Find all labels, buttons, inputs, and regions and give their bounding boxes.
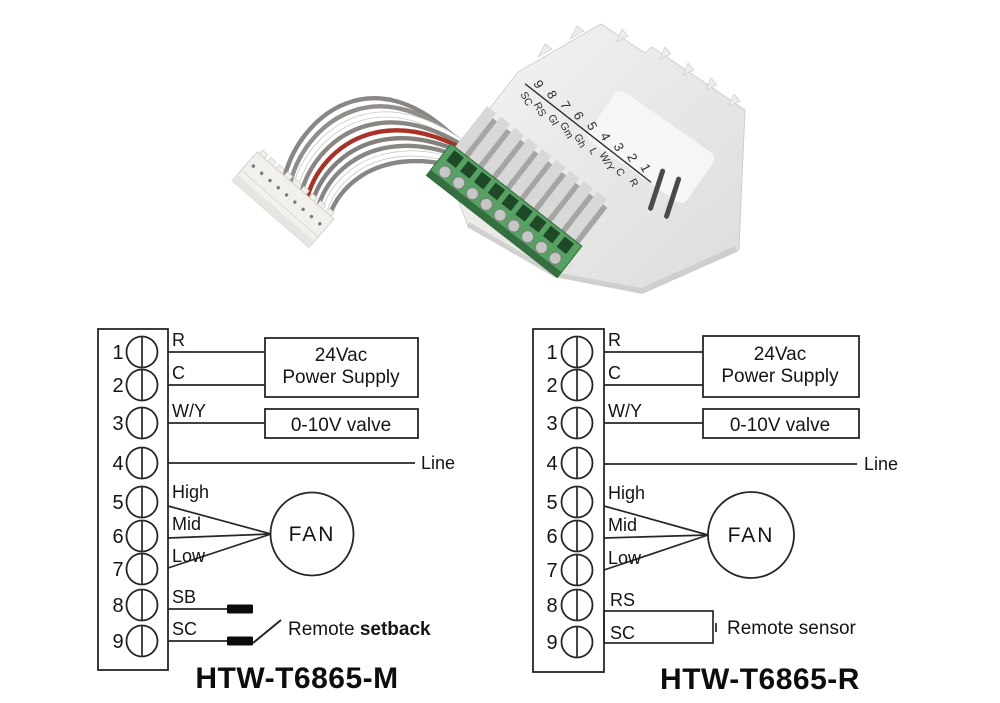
power-supply-box <box>264 337 419 398</box>
fan-circle <box>707 491 795 579</box>
remote-sensor-label: Remote sensor <box>727 618 857 639</box>
wire <box>282 96 459 178</box>
terminal-rows: 1 2 3 4 5 6 7 8 9 <box>546 335 594 659</box>
fan-label: FAN <box>728 524 775 547</box>
wire-label-rs: RS <box>610 590 635 610</box>
diagram-title: HTW-T6865-M <box>195 662 398 695</box>
terminal-number: 7 <box>546 560 557 582</box>
connector-body <box>231 151 335 249</box>
terminal-number: 6 <box>546 526 557 548</box>
wire-label-r: R <box>608 330 621 350</box>
wire-label-high: High <box>608 483 645 503</box>
connector-pins <box>251 164 322 226</box>
product-photo: 9 8 7 6 5 4 3 2 1 SC RS Gl Gm Gh L W/Y C… <box>231 23 746 294</box>
wire-label-low: Low <box>172 546 206 566</box>
terminal-screws <box>438 165 562 265</box>
terminal-number: 1 <box>112 342 123 364</box>
wire-label-sc: SC <box>172 619 197 639</box>
module-base-shadow <box>467 222 737 294</box>
power-supply-line2: Power Supply <box>282 367 400 388</box>
diagram-t6865-m: 1 2 3 4 5 6 7 8 9 R C W/Y High Mid Low <box>97 328 455 695</box>
terminal-number: 3 <box>546 413 557 435</box>
line-label: Line <box>421 453 455 473</box>
module-pin-code: L <box>587 146 600 157</box>
wire-white <box>293 112 487 188</box>
module-pin-code: Gh <box>571 132 588 150</box>
wire-low <box>603 534 709 571</box>
label-divider-line <box>524 83 652 183</box>
valve-label: 0-10V valve <box>291 415 391 436</box>
terminal-number: 3 <box>112 413 123 435</box>
wire-label-mid: Mid <box>608 515 637 535</box>
terminal-number: 4 <box>546 453 557 475</box>
terminal-holes <box>446 150 575 255</box>
switch-lever <box>252 619 282 644</box>
terminal-number: 5 <box>112 492 123 514</box>
wire-label-mid: Mid <box>172 514 201 534</box>
connector-ridge <box>240 169 319 238</box>
module-cover-panel <box>587 91 715 203</box>
terminal-number: 5 <box>546 492 557 514</box>
remote-label-normal: Remote <box>288 619 360 640</box>
terminal-number: 8 <box>546 595 557 617</box>
connector-base <box>232 174 315 248</box>
remote-sensor-box <box>603 610 714 644</box>
terminal-number: 9 <box>112 631 123 653</box>
diagram-t6865-r: 1 2 3 4 5 6 7 8 9 R C W/Y High Mid Low R… <box>532 328 898 696</box>
terminal-number: 7 <box>112 559 123 581</box>
power-supply-box <box>702 335 860 398</box>
terminal-rows: 1 2 3 4 5 6 7 8 9 <box>112 335 159 658</box>
remote-setback-label: Remote setback <box>288 619 431 640</box>
terminal-number: 4 <box>112 453 123 475</box>
wire-label-sc: SC <box>610 623 635 643</box>
wires <box>603 351 857 571</box>
wire-label-sb: SB <box>172 587 196 607</box>
terminal-block-shade <box>426 169 562 278</box>
wire-high <box>603 505 709 536</box>
terminal-number: 2 <box>546 375 557 397</box>
power-supply-line2: Power Supply <box>721 366 839 387</box>
line-label: Line <box>864 454 898 474</box>
wire-label-high: High <box>172 482 209 502</box>
wire-label-low: Low <box>608 548 642 568</box>
harness-connector <box>231 149 335 249</box>
wire-mid <box>167 533 272 539</box>
wire-label-wy: W/Y <box>608 401 642 421</box>
power-supply-line1: 24Vac <box>315 345 367 366</box>
terminal-number: 2 <box>112 375 123 397</box>
wire-label-c: C <box>608 363 621 383</box>
module-pin-code: Gl <box>545 113 561 128</box>
switch-contact-sb <box>227 604 253 614</box>
wire-label-wy: W/Y <box>172 401 206 421</box>
module-side-slots <box>648 168 682 219</box>
valve-box <box>702 408 860 439</box>
valve-label: 0-10V valve <box>730 415 830 436</box>
wire-label-c: C <box>172 363 185 383</box>
fan-label: FAN <box>289 523 336 546</box>
terminal-number: 1 <box>546 342 557 364</box>
fan-circle <box>269 491 355 577</box>
terminal-fins <box>454 106 608 244</box>
wire-label-r: R <box>172 330 185 350</box>
wire <box>288 104 473 183</box>
terminal-strip <box>425 106 608 279</box>
module-tabs <box>537 25 741 107</box>
terminal-number: 9 <box>546 632 557 654</box>
diagram-title: HTW-T6865-R <box>660 663 860 696</box>
power-supply-line1: 24Vac <box>754 344 806 365</box>
wire-mid <box>603 534 709 539</box>
terminal-number: 6 <box>112 526 123 548</box>
wire-high <box>167 505 272 535</box>
remote-label-bold: setback <box>360 619 431 640</box>
terminal-number: 8 <box>112 595 123 617</box>
valve-box <box>264 408 419 439</box>
switch-contact-sc <box>227 636 253 646</box>
wire-low <box>167 533 272 569</box>
